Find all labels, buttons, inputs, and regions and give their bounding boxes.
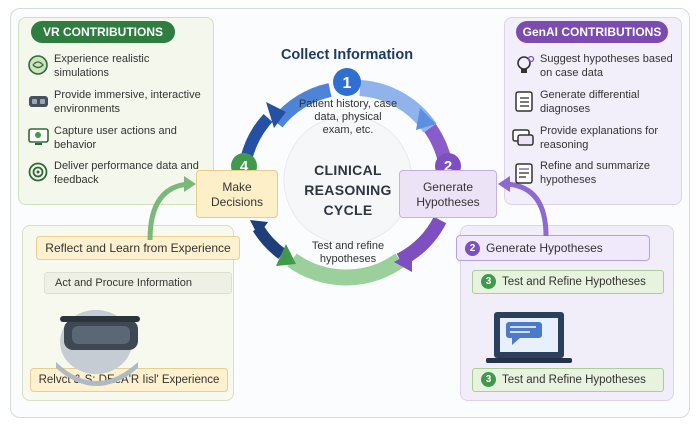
ring-segment-left: [240, 113, 273, 162]
vr-headset-person-illustration: [56, 310, 140, 386]
ring-segment-bottom: [287, 253, 405, 286]
connector-arrow-right: [505, 181, 549, 237]
target-icon: [28, 162, 48, 182]
act-procure-box: Act and Procure Information: [44, 272, 232, 294]
step-3-description: Test and refine hypotheses: [311, 240, 385, 265]
generate-hypotheses-label: Generate Hypotheses: [486, 241, 603, 255]
genai-item-refine: Refine and summarize hypotheses: [540, 160, 651, 186]
vr-item-capture-actions: Capture user actions and behavior: [54, 125, 177, 151]
ring-segment-bottom-right: [396, 216, 447, 267]
vr-contributions-panel: [18, 17, 214, 205]
arrow-head-top-right: [416, 108, 436, 130]
step-1-badge: [333, 68, 361, 96]
genai-contributions-header: GenAI CONTRIBUTIONS: [516, 21, 668, 43]
chat-icon: [512, 129, 534, 146]
connector-arrow-right-head: [498, 176, 510, 192]
step-4-number: 4: [240, 158, 249, 175]
generate-hypotheses-cycle-box: Generate Hypotheses: [399, 170, 497, 218]
test-refine-box-bottom: 3 Test and Refine Hypotheses: [472, 368, 664, 392]
laptop-chat-illustration: [486, 312, 572, 363]
genai-item-explanations: Provide explanations for reasoning: [540, 125, 659, 151]
test-refine-box-top: 3 Test and Refine Hypotheses: [472, 270, 664, 294]
genai-item-differential: Generate differential diagnoses: [540, 89, 640, 115]
collect-information-title: Collect Information: [280, 47, 414, 63]
step-3-badge: 3: [481, 274, 496, 290]
test-refine-label-bottom: Test and Refine Hypotheses: [502, 374, 646, 386]
step-1-number: 1: [343, 75, 352, 92]
step-3-badge-bottom: 3: [481, 372, 496, 388]
vr-item-simulations: Experience realistic simulations: [54, 53, 150, 79]
ring-segment-bottom-left: [252, 224, 286, 259]
step-1-description: Patient history, case data, physical exa…: [298, 98, 398, 136]
brain-icon: [28, 55, 48, 75]
checklist-icon: [515, 91, 533, 112]
genai-item-suggest: Suggest hypotheses based on case data: [540, 53, 673, 79]
monitor-icon: [28, 128, 49, 145]
vr-headset-icon: [29, 96, 48, 107]
arrow-head-up-left: [266, 102, 286, 128]
connector-arrow-left-head: [184, 176, 196, 192]
connector-arrow-left: [147, 181, 191, 241]
make-decisions-box: Make Decisions: [196, 170, 278, 218]
step-2-badge: 2: [465, 241, 480, 257]
arrow-head-bottom-right: [394, 252, 412, 272]
test-refine-label-top: Test and Refine Hypotheses: [502, 276, 646, 288]
genai-contributions-panel: [504, 17, 682, 205]
vr-item-performance-data: Deliver performance data and feedback: [54, 160, 199, 186]
reflect-learn-box: Reflect and Learn from Experience: [36, 236, 240, 260]
lightbulb-gear-icon: [517, 55, 535, 73]
step-2-number: 2: [444, 158, 452, 175]
arrow-head-bottom: [276, 244, 296, 266]
clinical-reasoning-cycle-title: CLINICAL REASONING CYCLE: [304, 162, 392, 218]
arrow-head-left: [250, 220, 268, 236]
vr-item-environments: Provide immersive, interactive environme…: [54, 89, 201, 115]
generate-hypotheses-box: 2 Generate Hypotheses: [456, 235, 650, 261]
document-icon: [515, 163, 533, 184]
vr-contributions-header: VR CONTRIBUTIONS: [31, 21, 175, 43]
